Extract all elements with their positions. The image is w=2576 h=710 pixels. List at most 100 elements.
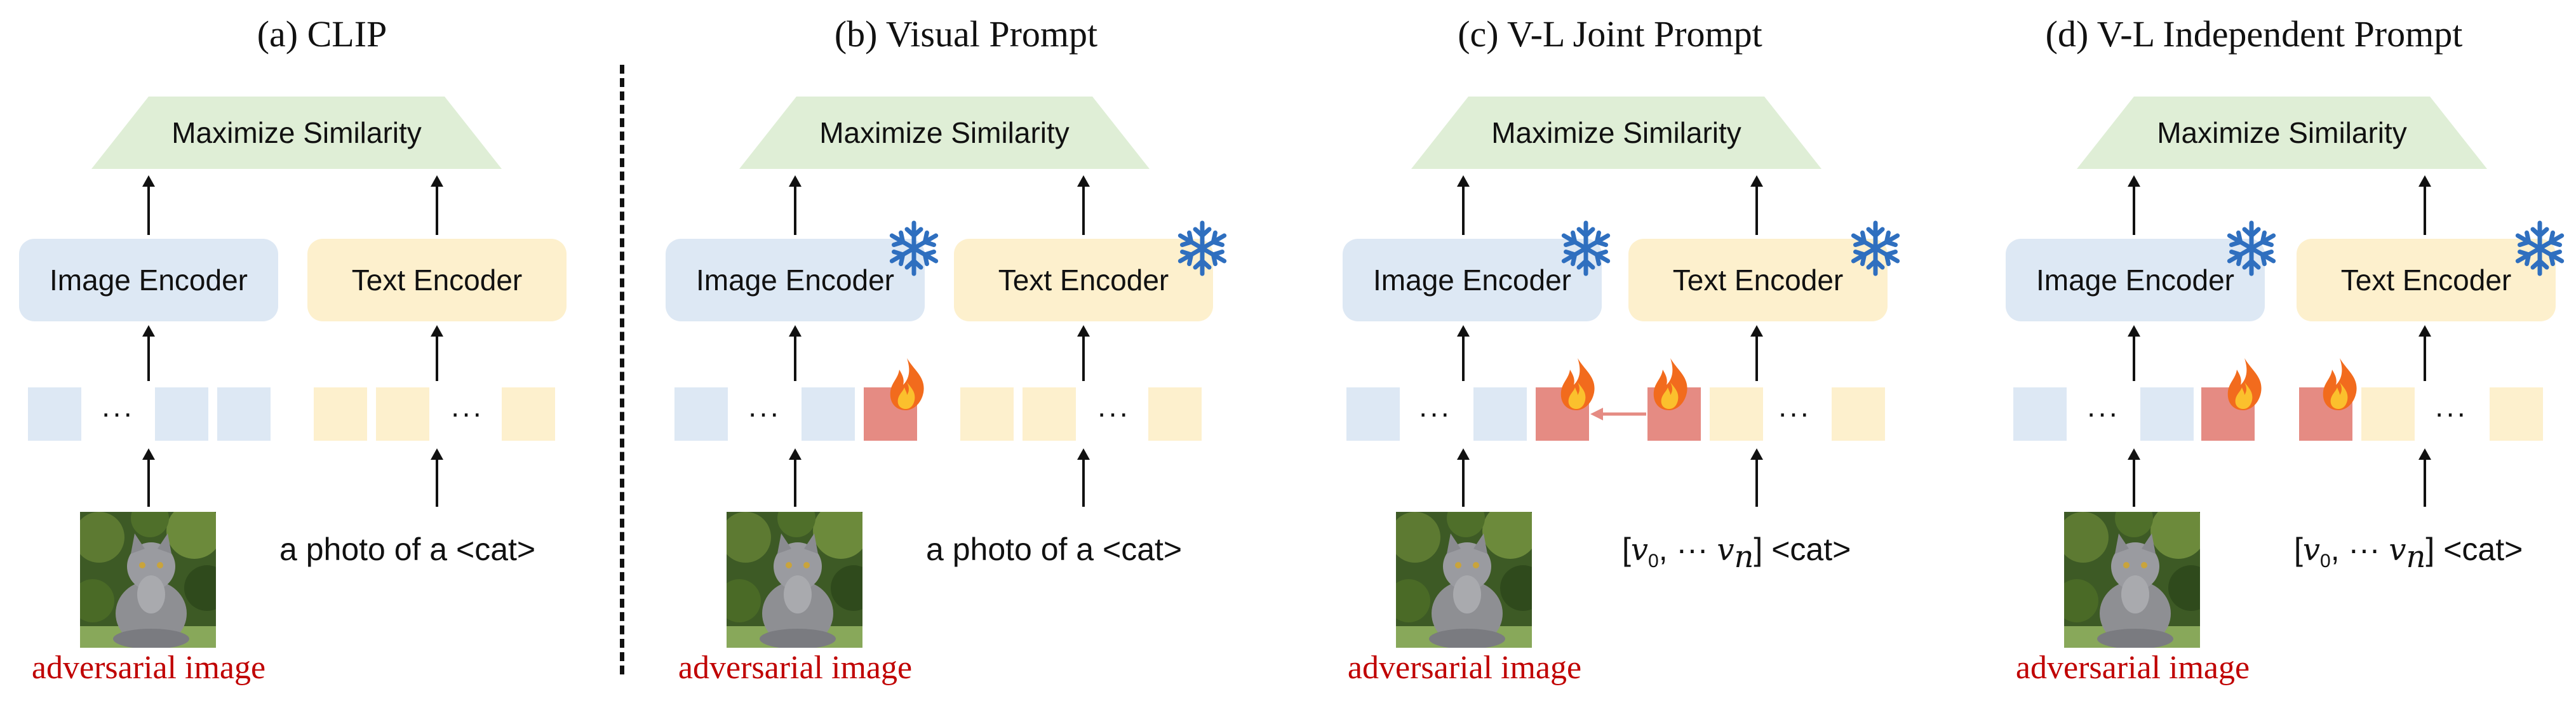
snowflake-icon: [1561, 220, 1611, 276]
text-token: [2361, 387, 2415, 441]
arrow-image-to-tokens: [789, 448, 802, 507]
flame-icon: [2323, 358, 2357, 410]
panel-title: (a) CLIP: [257, 13, 387, 55]
similarity-objective-label: Maximize Similarity: [819, 116, 1070, 149]
prompt-class-token: <cat>: [2434, 532, 2523, 567]
similarity-objective: Maximize Similarity: [1411, 97, 1821, 169]
text-token: [1710, 387, 1763, 441]
image-token: [1473, 387, 1527, 441]
panel-vl-joint-prompt: (c) V-L Joint Prompt Maximize Similarity…: [1288, 0, 1932, 710]
arrow-tokens-to-text-encoder: [1750, 325, 1763, 381]
prompt-vector-last: v: [2389, 532, 2406, 568]
arrow-image-to-objective: [789, 175, 802, 235]
flame-icon: [1653, 358, 1687, 410]
similarity-objective-label: Maximize Similarity: [1491, 116, 1741, 149]
similarity-objective-label: Maximize Similarity: [171, 116, 422, 149]
text-token-ellipsis: ···: [450, 396, 483, 429]
adversarial-image-caption: adversarial image: [2015, 650, 2250, 686]
arrow-text-to-tokens: [1750, 448, 1763, 507]
image-token: [674, 387, 728, 441]
snowflake-icon: [889, 220, 939, 276]
prompt-bracket-open: [: [2294, 532, 2303, 567]
prompt-vector-first: v: [2302, 532, 2321, 568]
arrow-image-to-objective: [2128, 175, 2140, 235]
panel-title: (d) V-L Independent Prompt: [2045, 13, 2463, 55]
flame-icon: [1560, 358, 1595, 410]
text-token: [960, 387, 1014, 441]
text-token-ellipsis: ···: [2434, 396, 2467, 429]
arrow-text-to-tokens: [2418, 448, 2431, 507]
image-token: [155, 387, 208, 441]
prompt-subscript-first: 0: [2320, 551, 2331, 572]
arrow-tokens-to-image-encoder: [1457, 325, 1470, 381]
image-encoder: Image Encoder: [666, 239, 925, 321]
text-encoder: Text Encoder: [2297, 239, 2556, 321]
snowflake-icon: [2515, 220, 2565, 276]
image-token: [2013, 387, 2067, 441]
similarity-objective: Maximize Similarity: [739, 97, 1150, 169]
arrow-text-to-objective: [1750, 175, 1763, 235]
image-encoder: Image Encoder: [2006, 239, 2265, 321]
snowflake-icon: [1851, 220, 1900, 276]
text-encoder: Text Encoder: [954, 239, 1213, 321]
text-token: [376, 387, 429, 441]
panel-divider: [620, 65, 624, 674]
prompt-subscript-last: n: [2406, 539, 2426, 575]
text-token: [2490, 387, 2543, 441]
image-token-ellipsis: ···: [748, 396, 781, 429]
adversarial-image-caption: adversarial image: [678, 650, 913, 686]
cat-photo: [80, 512, 216, 648]
image-token: [217, 387, 271, 441]
text-encoder: Text Encoder: [1628, 239, 1888, 321]
text-token-ellipsis: ···: [1097, 396, 1130, 429]
arrow-tokens-to-text-encoder: [1077, 325, 1090, 381]
similarity-objective: Maximize Similarity: [91, 97, 502, 169]
image-encoder: Image Encoder: [19, 239, 278, 321]
text-token: [1148, 387, 1202, 441]
image-token: [28, 387, 81, 441]
prompt-bracket-close: ]: [1754, 532, 1763, 567]
prompt-vector-last: v: [1717, 532, 1734, 568]
cat-photo: [727, 512, 862, 648]
adversarial-image-caption: adversarial image: [1347, 650, 1582, 686]
arrow-image-to-objective: [1457, 175, 1470, 235]
prompt-subscript-last: n: [1734, 539, 1754, 575]
flame-icon: [2227, 358, 2262, 410]
text-token: [1023, 387, 1076, 441]
image-encoder: Image Encoder: [1343, 239, 1602, 321]
learnable-text-prompt-input: [v0, ··· vn] <cat>: [1622, 527, 1851, 584]
cat-photo: [1396, 512, 1532, 648]
panel-title: (c) V-L Joint Prompt: [1458, 13, 1762, 55]
arrow-tokens-to-text-encoder: [2418, 325, 2431, 381]
panel-visual-prompt: (b) Visual Prompt Maximize Similarity Im…: [644, 0, 1288, 710]
text-token-ellipsis: ···: [1778, 396, 1811, 429]
similarity-objective-label: Maximize Similarity: [2157, 116, 2407, 149]
text-prompt-input: a photo of a <cat>: [926, 532, 1183, 567]
text-token: [502, 387, 555, 441]
snowflake-icon: [2227, 220, 2276, 276]
text-token: [1832, 387, 1885, 441]
arrow-tokens-to-image-encoder: [142, 325, 155, 381]
panel-title: (b) Visual Prompt: [834, 13, 1098, 55]
arrow-image-to-tokens: [2128, 448, 2140, 507]
text-encoder: Text Encoder: [307, 239, 567, 321]
prompt-ellipsis: , ···: [2330, 532, 2389, 567]
image-token: [802, 387, 855, 441]
image-token-ellipsis: ···: [1418, 396, 1451, 429]
panel-clip: (a) CLIP Maximize Similarity Image Encod…: [0, 0, 644, 710]
coupling-arrow: [1590, 408, 1646, 420]
image-token-ellipsis: ···: [2086, 396, 2119, 429]
adversarial-image-caption: adversarial image: [31, 650, 266, 686]
prompt-bracket-open: [: [1622, 532, 1631, 567]
arrow-tokens-to-image-encoder: [2128, 325, 2140, 381]
prompt-bracket-close: ]: [2425, 532, 2435, 567]
text-token: [314, 387, 367, 441]
snowflake-icon: [1177, 220, 1227, 276]
prompt-subscript-first: 0: [1648, 551, 1659, 572]
arrow-text-to-tokens: [431, 448, 443, 507]
cat-photo: [2064, 512, 2200, 648]
flame-icon: [890, 358, 924, 410]
image-token-ellipsis: ···: [101, 396, 134, 429]
prompt-class-token: <cat>: [1762, 532, 1851, 567]
arrow-text-to-objective: [1077, 175, 1090, 235]
